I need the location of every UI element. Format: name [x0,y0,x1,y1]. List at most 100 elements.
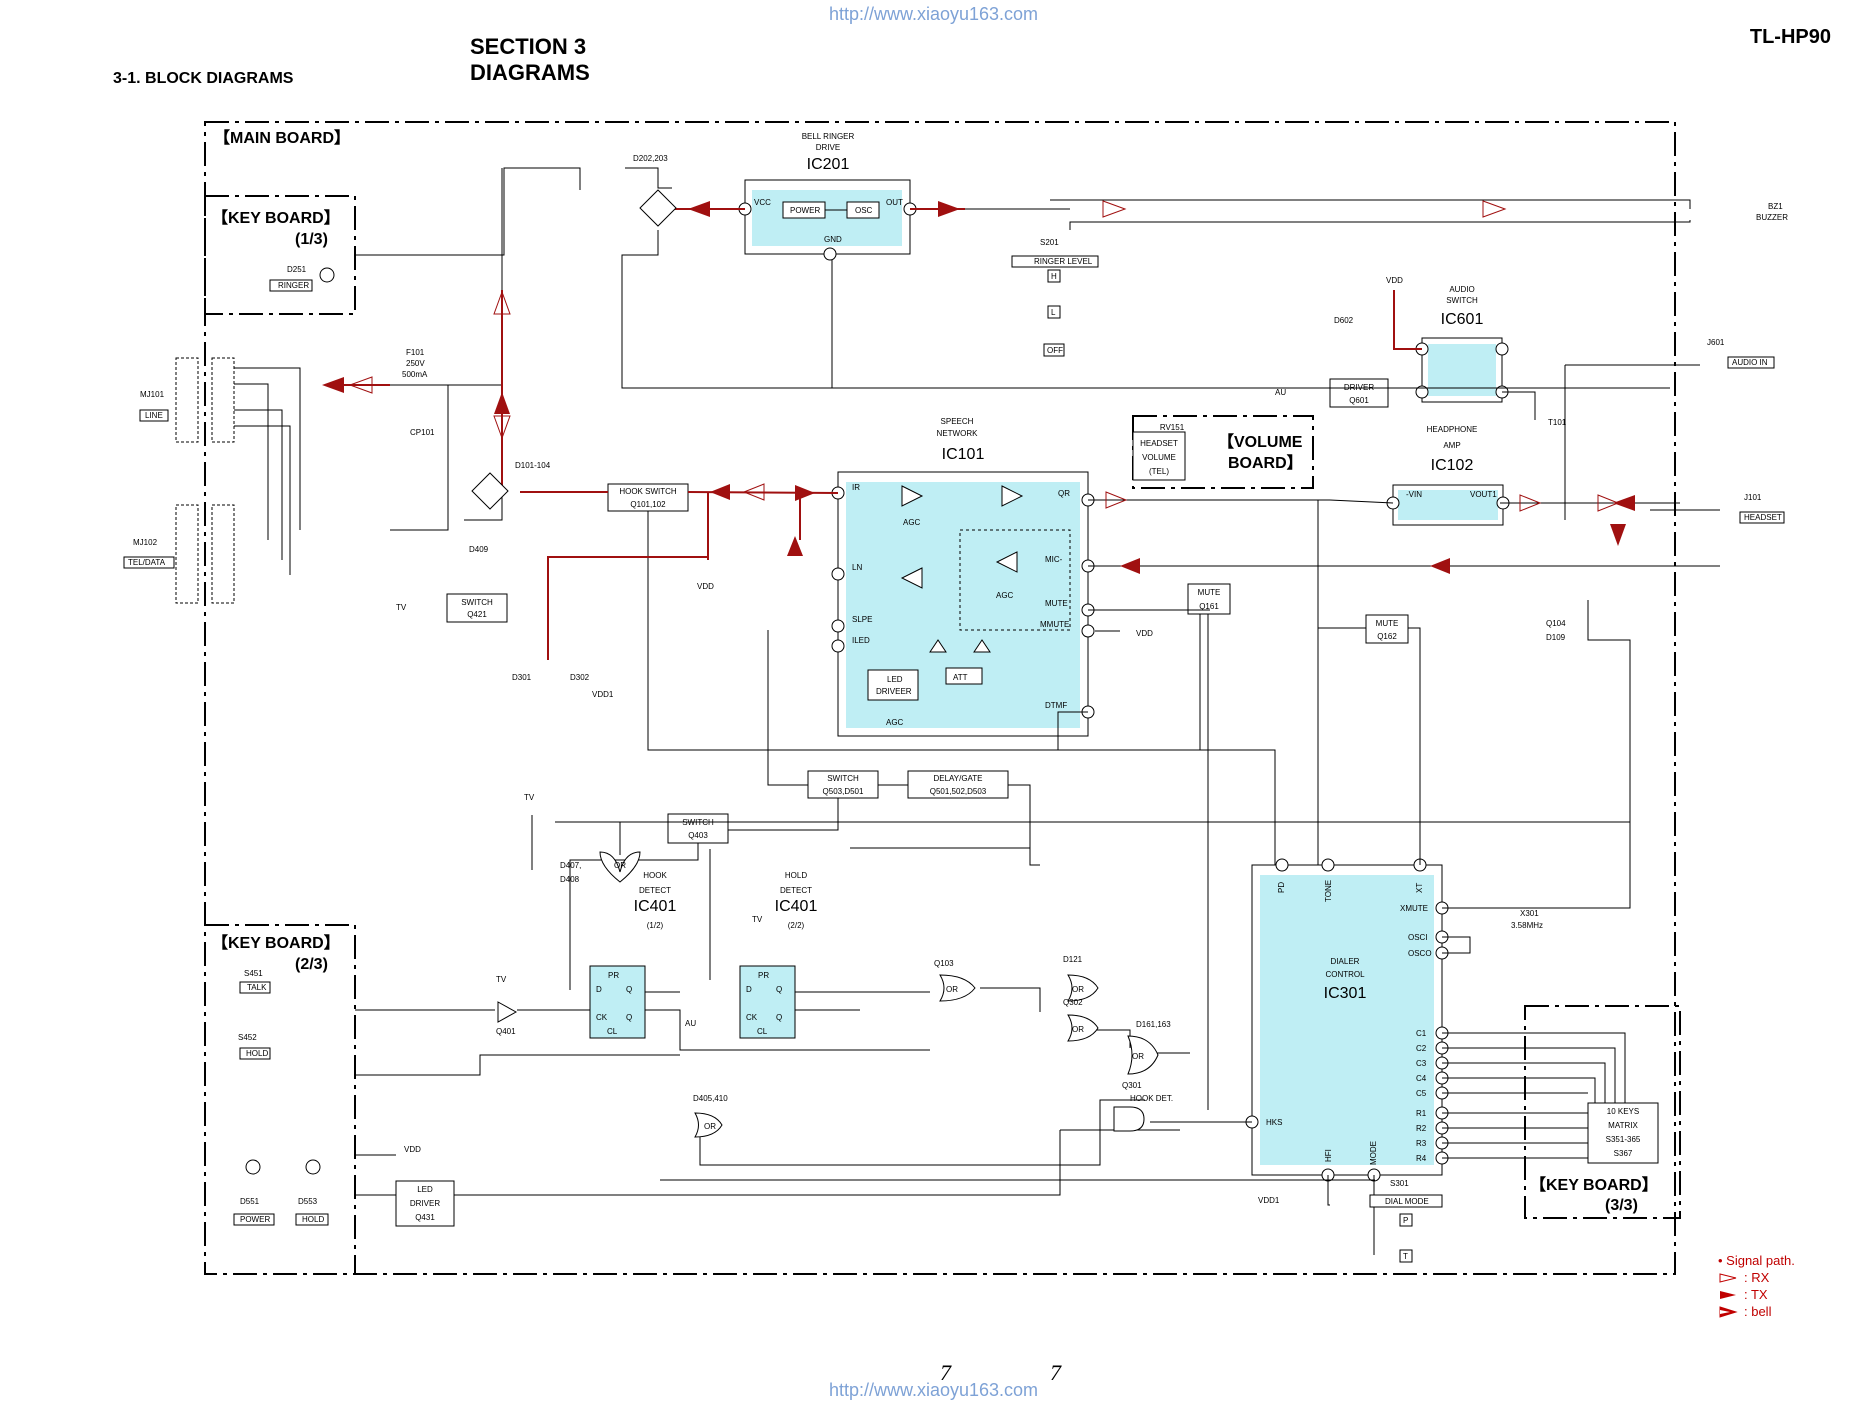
switch-q503-label: SWITCH [827,774,859,783]
ic101-ln: LN [852,563,862,572]
ic301-osco: OSCO [1408,949,1432,958]
j101-label: J101 [1744,493,1762,502]
ic101-dtmf: DTMF [1045,701,1067,710]
legend-bell-label: : bell [1744,1304,1772,1319]
ic101-desc1: SPEECH [941,417,974,426]
ten-keys-block: 10 KEYS MATRIX S351-365 S367 [1587,1102,1659,1164]
page-number-right: 7 [1050,1360,1061,1385]
d407-label: D407, [560,861,581,870]
top-url: http://www.xiaoyu163.com [828,4,1039,24]
ringer-level-label: RINGER LEVEL [1034,257,1093,266]
ic102-desc2: AMP [1443,441,1460,450]
page-subtitle: 3-1. BLOCK DIAGRAMS [113,70,294,87]
hold-label: HOLD [246,1049,268,1058]
ic601-name: IC601 [1441,311,1484,328]
volume-board-title: 【VOLUME [1218,433,1303,451]
rv151-label: RV151 [1160,423,1185,432]
ic301-name: IC301 [1324,985,1367,1002]
au-label: AU [1275,388,1286,397]
ic101-block: IC101 SPEECH NETWORK IR LN SLPE ILED QR … [831,417,1095,737]
vdd-ic101-label: VDD [1136,629,1153,638]
ic401a-block: PR D Q CK Q CL IC401 (1/2) HOOK DETECT [589,871,676,1039]
rv151-tel: (TEL) [1149,467,1169,476]
ic301-pd: PD [1277,882,1286,893]
ringer-level-l: L [1051,308,1056,317]
bz1-label: BZ1 [1768,202,1783,211]
ringer-level-off: OFF [1047,346,1063,355]
mute-q162-q: Q162 [1377,632,1397,641]
t101-label: T101 [1548,418,1567,427]
legend-rx: : RX [1718,1269,1795,1286]
ten-keys-label: 10 KEYS [1607,1107,1639,1116]
ic401a-desc1: HOOK [643,871,667,880]
ic301-hfi: HFI [1324,1149,1333,1162]
ic401a-desc2: DETECT [639,886,671,895]
ic101-mute: MUTE [1045,599,1068,608]
volume-board-sub: BOARD】 [1228,454,1303,472]
ic201-desc2: DRIVE [816,143,840,152]
j601-label: J601 [1707,338,1725,347]
vdd-led-label: VDD [404,1145,421,1154]
gate-or-d161: OR [1132,1052,1144,1061]
au-ic401-label: AU [685,1019,696,1028]
signal-legend: • Signal path. : RX : TX : bell [1718,1252,1795,1320]
ic601-desc2: SWITCH [1446,296,1478,305]
f101-amp: 500mA [402,370,428,379]
ic102-block: IC102 HEADPHONE AMP -VIN VOUT1 [1386,425,1510,526]
q401-label: Q401 [496,1027,516,1036]
q103-label: Q103 [934,959,954,968]
delay-gate-q: Q501,502,D503 [930,787,987,796]
logic-gates [497,851,1159,1138]
gate-or-q103: OR [946,985,958,994]
driver-q601-block: DRIVER Q601 [1329,378,1389,408]
d301-label: D301 [512,673,532,682]
ic201-power: POWER [790,206,820,215]
vdd-d602-label: VDD [1386,276,1403,285]
gate-or-q302: OR [1072,1025,1084,1034]
dial-mode-t: T [1403,1252,1408,1261]
mj101-connector-b [211,357,235,443]
ic102-name: IC102 [1431,457,1474,474]
switch-q421-q: Q421 [467,610,487,619]
d202-label: D202,203 [633,154,668,163]
tv-ic401b-label: TV [752,915,763,924]
legend-tx-label: : TX [1744,1287,1768,1302]
ic301-r1: R1 [1416,1109,1427,1118]
driver-q601-q: Q601 [1349,396,1369,405]
ic401a-q: Q [626,985,632,994]
page-number-left: 7 [940,1360,951,1385]
ic201-out: OUT [886,198,903,207]
ic301-desc2: CONTROL [1325,970,1365,979]
ic201-gnd: GND [824,235,842,244]
f101-label: F101 [406,348,425,357]
leds [245,267,335,1175]
hook-switch-label: HOOK SWITCH [619,487,677,496]
ic101-ir: IR [852,483,860,492]
tv-label: TV [396,603,407,612]
talk-label: TALK [247,983,267,992]
ic101-led: LED [887,675,903,684]
ic301-r4: R4 [1416,1154,1427,1163]
ic401a-qbar: Q [626,1013,632,1022]
delay-gate-block: DELAY/GATE Q501,502,D503 [907,770,1009,799]
mute-q162-block: MUTE Q162 [1365,614,1409,644]
ic101-name: IC101 [942,446,985,463]
hook-switch-block: HOOK SWITCH Q101,102 [607,483,689,512]
mj101-label: MJ101 [140,390,165,399]
ic301-c3: C3 [1416,1059,1427,1068]
mj101-connector [175,357,199,443]
mute-q162-label: MUTE [1376,619,1399,628]
key-board-3-sub: (3/3) [1605,1197,1638,1214]
ic301-xmute: XMUTE [1400,904,1428,913]
ic601-desc1: AUDIO [1449,285,1474,294]
signal-arrows [322,200,1635,574]
ic301-osci: OSCI [1408,933,1428,942]
headset-label: HEADSET [1744,513,1782,522]
switch-q403-block: SWITCH Q403 [667,813,729,844]
d302-label: D302 [570,673,590,682]
ten-keys-s367: S367 [1614,1149,1633,1158]
switch-q503-q: Q503,D501 [823,787,864,796]
delay-gate-label: DELAY/GATE [933,774,982,783]
hold-led-label: HOLD [302,1215,324,1224]
